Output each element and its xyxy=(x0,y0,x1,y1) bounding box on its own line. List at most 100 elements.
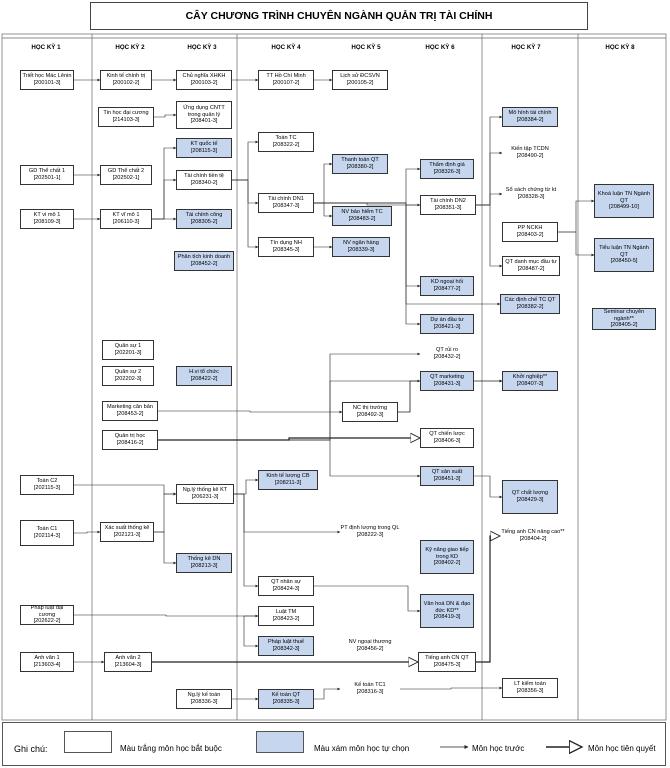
arrow-tcdn1-to-ttqt xyxy=(314,162,333,204)
course-toan-c2[interactable]: Toán C2[202115-3] xyxy=(20,475,74,495)
course-qt-nhan-su[interactable]: QT nhân sự[208424-3] xyxy=(258,576,314,596)
semester-2-header: HỌC KỲ 2 xyxy=(115,44,145,51)
course-lt-kiem-toan[interactable]: LT kiểm toán[208356-3] xyxy=(502,678,558,698)
arrow-tctt-to-tcdn1 xyxy=(232,179,259,205)
course-tieng-anh-cn-nang-cao[interactable]: Tiếng anh CN nâng cao**[208404-2] xyxy=(501,529,565,542)
course-tai-chinh-tien-te[interactable]: Tài chính tiền tệ[208340-2] xyxy=(176,170,232,190)
course-nv-ngan-hang[interactable]: NV ngân hàng[208339-3] xyxy=(332,237,390,257)
course-chu-nghia-xhkh[interactable]: Chủ nghĩa XHKH[200103-2] xyxy=(176,70,232,90)
course-thong-ke-dn[interactable]: Thống kê DN[208213-3] xyxy=(176,553,232,573)
course-ung-dung-cntt[interactable]: Ứng dụng CNTT trong quản lý[208401-3] xyxy=(176,101,232,129)
course-tai-chinh-dn1[interactable]: Tài chính DN1[208347-3] xyxy=(258,193,314,213)
course-luat-tm[interactable]: Luật TM[208423-2] xyxy=(258,606,314,626)
course-mo-hinh-tai-chinh[interactable]: Mô hình tài chính[208384-2] xyxy=(502,107,558,127)
course-nc-thi-truong[interactable]: NC thị trường[208492-3] xyxy=(342,402,398,422)
semester-7-header: HỌC KỲ 7 xyxy=(511,44,541,51)
course-anh-van-1[interactable]: Anh văn 1[213603-4] xyxy=(20,652,74,672)
arrow-toanc2-to-nltk xyxy=(74,484,177,496)
course-lich-su-dcsvn[interactable]: Lịch sử ĐCSVN[200105-2] xyxy=(332,70,388,90)
course-ke-toan-qt[interactable]: Kế toán QT[208335-3] xyxy=(258,689,314,709)
arrow-ppnckh-to-kltn xyxy=(558,199,595,233)
course-phap-luat-dai-cuong[interactable]: Pháp luật đại cương[202622-2] xyxy=(20,605,74,625)
arrow-nltk-to-ptdl xyxy=(234,493,341,534)
course-so-sach-chung-tu[interactable]: Sổ sách chứng từ kt[208328-3] xyxy=(505,187,557,200)
course-quan-tri-hoc[interactable]: Quản trị học[208416-2] xyxy=(102,430,158,450)
course-seminar-chuyen-nganh[interactable]: Seminar chuyên ngành**[208405-2] xyxy=(592,308,656,330)
course-marketing-can-ban[interactable]: Marketing căn bản[208453-2] xyxy=(102,401,158,421)
course-pp-nckh[interactable]: PP NCKH[208403-2] xyxy=(502,222,558,242)
course-hanh-vi-to-chuc[interactable]: H.vi tổ chức[208422-2] xyxy=(176,366,232,386)
course-qt-marketing[interactable]: QT marketing[208431-3] xyxy=(420,371,474,391)
course-xac-suat-thong-ke[interactable]: Xác suất thống kê[202121-3] xyxy=(100,522,154,542)
arrow-ppnckh-to-tltn xyxy=(558,231,595,257)
column-dividers xyxy=(1,33,667,721)
course-quan-su-1[interactable]: Quân sự 1[202201-3] xyxy=(102,340,154,360)
arrow-tcdn2-to-qtdmdt xyxy=(476,204,503,268)
course-kd-ngoai-hoi[interactable]: KD ngoại hối[208477-2] xyxy=(420,276,474,296)
course-tin-dung-nh[interactable]: Tín dụng NH[208345-3] xyxy=(258,237,314,257)
arrow-tacnqt-to-tacnnc xyxy=(476,536,500,663)
arrow-xstk-to-tkdn xyxy=(154,531,177,565)
semester-3-header: HỌC KỲ 3 xyxy=(187,44,217,51)
course-ke-toan-tc1[interactable]: Kế toán TC1[208316-3] xyxy=(354,682,386,695)
course-toan-c1[interactable]: Toán C1[202114-3] xyxy=(20,520,74,546)
course-qt-danh-muc-dau-tu[interactable]: QT danh mục đầu tư[208487-2] xyxy=(502,256,560,276)
course-kt-vi-mo-2[interactable]: KT vĩ mô 1[206110-3] xyxy=(100,209,152,229)
course-nv-ngoai-thuong[interactable]: NV ngoại thương[208456-2] xyxy=(348,639,392,652)
semester-5-header: HỌC KỲ 5 xyxy=(351,44,381,51)
course-pt-dinh-luong[interactable]: PT định lượng trong QL[208222-3] xyxy=(340,525,400,538)
course-khoi-nghiep[interactable]: Khởi nghiệp**[208407-3] xyxy=(502,371,558,391)
course-kt-vi-mo-1[interactable]: KT vi mô 1[208109-3] xyxy=(20,209,74,229)
legend-required-text: Màu trắng môn học bắt buộc xyxy=(120,744,222,753)
course-phap-luat-thue[interactable]: Pháp luật thuế[208342-3] xyxy=(258,636,314,656)
arrow-mkt-to-ncth xyxy=(158,410,343,414)
arrow-tcdn1-to-tddg xyxy=(314,167,421,204)
prerequisite-arrows xyxy=(74,78,595,701)
course-tt-ho-chi-minh[interactable]: TT Hồ Chí Minh[200107-2] xyxy=(258,70,314,90)
page-title: CÂY CHƯƠNG TRÌNH CHUYÊN NGÀNH QUẢN TRỊ T… xyxy=(90,2,588,30)
course-tin-hoc-dai-cuong[interactable]: Tin học đại cương[214103-3] xyxy=(98,107,154,127)
course-kinh-te-chinh-tri[interactable]: Kinh tế chính trị[200102-2] xyxy=(100,70,152,90)
course-tai-chinh-cong[interactable]: Tài chính công[208305-2] xyxy=(176,209,232,229)
course-ky-nang-giao-tiep[interactable]: Kỹ năng giao tiếp trong KD[208402-2] xyxy=(420,540,474,574)
course-gd-the-chat-2[interactable]: GD Thể chất 2[202502-1] xyxy=(100,165,152,185)
course-kt-quoc-te[interactable]: KT quốc tế[208115-3] xyxy=(176,138,232,158)
course-nguyen-ly-thong-ke[interactable]: Ng.lý thống kê KT[206231-3] xyxy=(176,484,234,504)
course-kinh-te-luong-cb[interactable]: Kinh tế lượng CB[208211-3] xyxy=(258,470,318,490)
course-qt-chien-luoc[interactable]: QT chiến lược[208406-3] xyxy=(420,428,474,448)
course-cac-dinh-che-tc-qt[interactable]: Các định chế TC QT[208382-2] xyxy=(500,294,560,314)
arrow-qtns-to-vhdn xyxy=(314,585,421,613)
arrow-tcdn2-to-kttcdn xyxy=(476,151,503,206)
course-tai-chinh-dn2[interactable]: Tài chính DN2[208351-3] xyxy=(420,195,476,215)
course-qt-rui-ro[interactable]: QT rủi ro[208432-2] xyxy=(433,347,461,360)
course-gd-the-chat-1[interactable]: GD Thể chất 1[202501-1] xyxy=(20,165,74,185)
course-thanh-toan-qt[interactable]: Thanh toán QT[208380-2] xyxy=(332,154,388,174)
arrow-ktqt2-to-kttc1 xyxy=(314,687,341,700)
course-toan-tc[interactable]: Toán TC[208322-2] xyxy=(258,132,314,152)
course-du-an-dau-tu[interactable]: Dự án đầu tư[208421-3] xyxy=(420,314,474,334)
course-nguyen-ly-ke-toan[interactable]: Ng.lý kế toán[208336-3] xyxy=(176,689,232,709)
arrow-tcdn1-to-nvbh xyxy=(314,202,333,218)
course-tieu-luan-tn[interactable]: Tiểu luận TN Ngành QT[208450-5] xyxy=(594,238,654,272)
course-van-hoa-dn[interactable]: Văn hoá DN & đạo đức KD**[208419-3] xyxy=(420,594,474,628)
legend-elective-swatch xyxy=(256,731,304,753)
legend-label: Ghi chú: xyxy=(14,744,48,754)
course-phan-tich-kinh-doanh[interactable]: Phân tích kinh doanh[208452-2] xyxy=(174,251,234,271)
course-kien-tap-tcdn[interactable]: Kiến tập TCDN[208490-2] xyxy=(511,146,549,159)
arrow-tctt-to-tdnh xyxy=(232,179,259,249)
course-anh-van-2[interactable]: Anh văn 2[213604-3] xyxy=(104,652,152,672)
course-tieng-anh-cn-qt[interactable]: Tiếng anh CN QT[208475-3] xyxy=(418,652,476,672)
arrow-tctt-to-toantc xyxy=(232,140,259,181)
course-qt-chat-luong[interactable]: QT chất lượng[208429-3] xyxy=(502,480,558,514)
course-triet-hoc[interactable]: Triết học Mác Lênin[200101-3] xyxy=(20,70,74,90)
course-qt-san-xuat[interactable]: QT sản xuất[208451-3] xyxy=(420,466,474,486)
semester-4-header: HỌC KỲ 4 xyxy=(271,44,301,51)
course-nv-bao-hiem-tc[interactable]: NV bảo hiểm TC[208483-2] xyxy=(332,206,392,226)
arrow-qtsx-to-qtclg xyxy=(474,475,503,499)
semester-6-header: HỌC KỲ 6 xyxy=(425,44,455,51)
course-khoa-luan-tn[interactable]: Khoá luận TN Ngành QT[208499-10] xyxy=(594,184,654,218)
course-tham-dinh-gia[interactable]: Thẩm định giá[208326-3] xyxy=(420,159,474,179)
arrow-tcdn2-to-ssck xyxy=(476,192,503,206)
course-quan-su-2[interactable]: Quân sự 2[202202-3] xyxy=(102,366,154,386)
